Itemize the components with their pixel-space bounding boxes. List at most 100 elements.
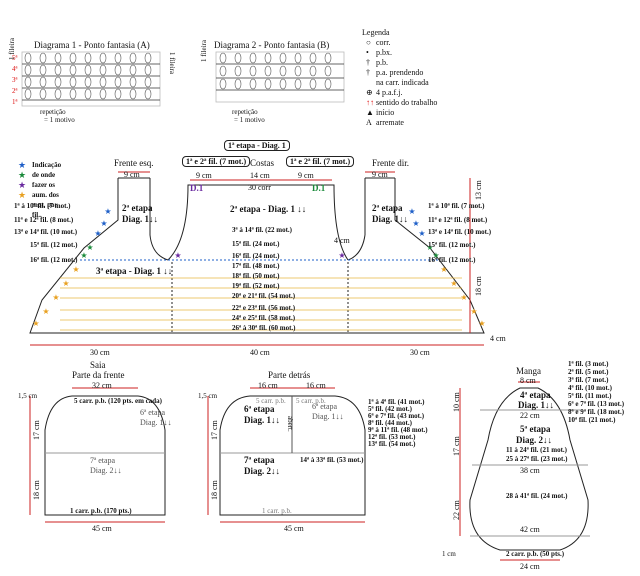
- diagram2-title: Diagrama 2 - Ponto fantasia (B): [214, 40, 330, 50]
- width-30-left: 30 cm: [90, 348, 110, 357]
- skirt-back-row-left: 5 carr. p.b.: [256, 397, 286, 405]
- center-row-label: 26ª à 30ª fil. (60 mot.): [232, 324, 296, 332]
- sleeve-bottom-row: 2 carr. p.b. (50 pts.): [506, 550, 565, 558]
- width-30-right: 30 cm: [410, 348, 430, 357]
- sleeve-v10: 10 cm: [452, 392, 461, 412]
- star-icon: ★: [478, 319, 485, 328]
- star-icon: ★: [72, 265, 79, 274]
- center-row-label: 19ª fil. (52 mot.): [232, 282, 280, 290]
- diagram1-row-number: 3ª: [12, 76, 18, 84]
- etapa2-left: 2ª etapa: [122, 203, 153, 213]
- body-outline: [29, 171, 485, 346]
- width-back-neck: 14 cm: [250, 171, 270, 180]
- diagram2-repeat-motif: = 1 motivo: [234, 116, 265, 124]
- stitch-motifs-a: [24, 52, 152, 100]
- center-row-label: 20ª e 21ª fil. (54 mot.): [232, 292, 296, 300]
- star-icon: ★: [86, 243, 93, 252]
- star-icon: ★: [418, 229, 425, 238]
- skirt-front-diag7: Diag. 2↓↓: [90, 466, 122, 475]
- center-row-label: 3ª à 14ª fil. (22 mot.): [232, 226, 292, 234]
- etapa3-label: 3ª etapa - Diag. 1 ↓↓: [96, 266, 173, 276]
- corr-30: 30 corr: [248, 183, 271, 192]
- diagram1-title: Diagrama 1 - Ponto fantasia (A): [34, 40, 150, 50]
- stitch-motifs-b: [219, 52, 332, 90]
- sleeve-row-label: 3ª fil. (7 mot.): [568, 376, 609, 384]
- etapa2-center: 2ª etapa - Diag. 1 ↓↓: [230, 204, 307, 214]
- height-4-inner: 4 cm: [334, 236, 350, 245]
- star-icon: ★: [100, 219, 107, 228]
- legend-item: †p.b.: [366, 58, 486, 68]
- skirt-title: Saia: [90, 360, 106, 370]
- skirt-back-diag6-right: Diag. 1↓↓: [312, 412, 344, 421]
- legend-symbol-icon: ○: [366, 38, 371, 47]
- skirt-back-etapa7: 7ª etapa: [244, 455, 275, 465]
- front-right-title: Frente dir.: [372, 158, 409, 168]
- sleeve-row-label: 6ª e 7ª fil. (13 mot.): [568, 400, 625, 408]
- legend-item-label: início: [376, 108, 395, 117]
- skirt-front-bottom: 45 cm: [92, 524, 112, 533]
- left-row-label: 11ª e 12ª fil. (8 mot.): [14, 216, 74, 224]
- skirt-front-v15: 1,5 cm: [18, 392, 38, 400]
- diagram1-row-number: 4ª: [12, 65, 18, 73]
- legend-item: ▲início: [366, 108, 486, 118]
- width-front-left: 9 cm: [124, 170, 140, 179]
- skirt-back-v17: 17 cm: [210, 420, 219, 440]
- stitch-chart-b: [215, 51, 345, 103]
- sleeve-row-label: 10ª fil. (21 mot.): [568, 416, 616, 424]
- star-icon: ★: [18, 180, 27, 190]
- skirt-back-mid-row: 14ª à 33ª fil. (53 mot.): [300, 456, 364, 464]
- right-row-label: 13ª e 14ª fil. (10 mot.): [428, 228, 492, 236]
- skirt-back-v15: 1,5 cm: [198, 392, 218, 400]
- skirt-back-row-label: 13ª fil. (54 mot.): [368, 440, 416, 448]
- diagram1-row-number: 1ª: [12, 98, 18, 106]
- star-icon: ★: [460, 293, 467, 302]
- left-row-label: 13ª e 14ª fil. (10 mot.): [14, 228, 78, 236]
- diagram1-row-number: 5ª: [12, 54, 18, 62]
- skirt-back-top-left: 16 cm: [258, 381, 278, 390]
- width-back-left: 9 cm: [196, 171, 212, 180]
- center-row-label: 24ª e 25ª fil. (58 mot.): [232, 314, 296, 322]
- width-40: 40 cm: [250, 348, 270, 357]
- star-icon: ★: [432, 251, 439, 260]
- etapa2-right: 2ª etapa: [372, 203, 403, 213]
- sleeve-etapa4: 4ª etapa: [520, 390, 551, 400]
- star-icon: ★: [32, 319, 39, 328]
- body-row-lines: [60, 277, 462, 331]
- sleeve-diag4: Diag. 1↓↓: [518, 400, 554, 410]
- skirt-front-etapa6: 6ª etapa: [140, 408, 166, 417]
- right-row-label: 1ª à 10ª fil. (7 mot.): [428, 202, 485, 210]
- sleeve-v17: 17 cm: [452, 436, 461, 456]
- width-front-right: 9 cm: [372, 170, 388, 179]
- right-row-label: 16ª fil. (12 mot.): [428, 256, 476, 264]
- skirt-front-diag6: Diag. 1↓↓: [140, 418, 172, 427]
- skirt-back-v18: 18 cm: [210, 480, 219, 500]
- sleeve-mid-row-2: 25 à 27ª fil. (23 mot.): [506, 455, 568, 463]
- sleeve-low-row: 28 à 41ª fil. (24 mot.): [506, 492, 568, 500]
- skirt-front-title: Parte da frente: [72, 370, 125, 380]
- star-icon: ★: [104, 207, 111, 216]
- diagram1-repeat: repetição: [40, 108, 66, 116]
- right-row-label: 15ª fil. (12 mot.): [428, 241, 476, 249]
- star-icon: ★: [412, 219, 419, 228]
- diagram1-row-number: 2ª: [12, 87, 18, 95]
- star-icon: ★: [470, 307, 477, 316]
- etapa1-right: 1ª e 2ª fil. (7 mot.): [286, 156, 355, 167]
- color-key-line: Indicação de onde: [32, 161, 62, 179]
- right-row-label: 11ª e 12ª fil. (8 mot.): [428, 216, 488, 224]
- height-4-outer: 4 cm: [490, 334, 506, 343]
- legend-item: na carr. indicada: [366, 78, 486, 88]
- legend-item-label: p.bx.: [376, 48, 392, 57]
- sleeve-etapa5: 5ª etapa: [520, 424, 551, 434]
- star-icon: ★: [94, 229, 101, 238]
- skirt-back-etapa6-right: 6ª etapa: [312, 402, 338, 411]
- sleeve-w42: 42 cm: [520, 525, 540, 534]
- skirt-back-top-right: 16 cm: [306, 381, 326, 390]
- sleeve-v22: 22 cm: [452, 500, 461, 520]
- legend-symbol-icon: ▲: [366, 108, 374, 117]
- sleeve-w22: 22 cm: [520, 411, 540, 420]
- increase-markers: ★★★★★★★★★★★★★★★★★★★★★★: [32, 207, 485, 328]
- legend-item: ↑↑sentido do trabalho: [366, 98, 486, 108]
- skirt-front-v17: 17 cm: [32, 420, 41, 440]
